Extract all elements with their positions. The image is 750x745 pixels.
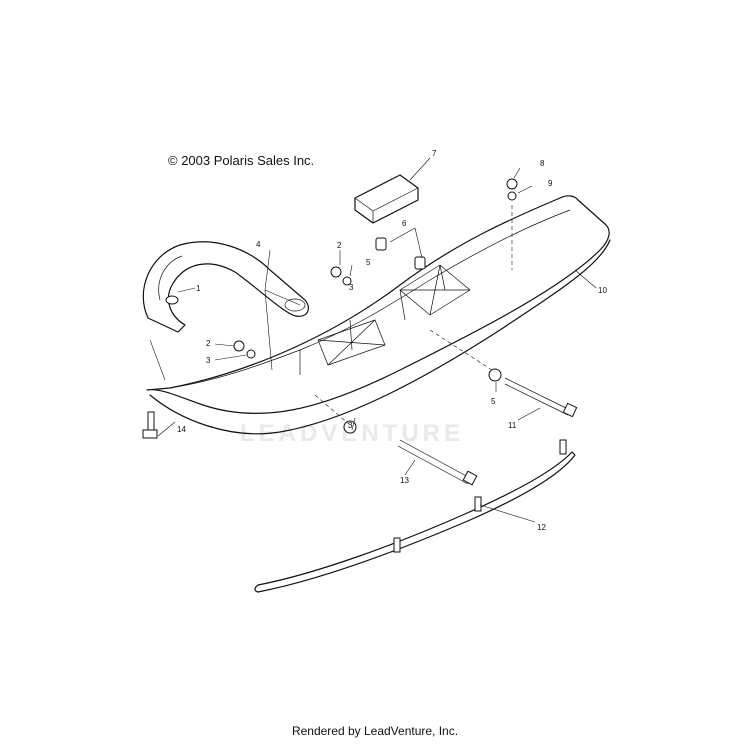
callout-8: 8 — [540, 159, 545, 168]
callout-5: 5 — [366, 258, 371, 267]
leader-lines — [149, 157, 597, 523]
callout-1: 1 — [196, 284, 201, 293]
callout-3b: 3 — [206, 356, 211, 365]
callout-4: 4 — [256, 240, 261, 249]
callout-7: 7 — [432, 149, 437, 158]
ski-handle — [142, 241, 309, 333]
callout-2b: 2 — [206, 339, 211, 348]
callout-2: 2 — [337, 241, 342, 250]
ski-body — [146, 195, 611, 435]
callout-5b: 5 — [491, 397, 496, 406]
callout-14: 14 — [177, 425, 186, 434]
callout-13: 13 — [400, 476, 409, 485]
ski-runner — [254, 439, 576, 593]
callout-12: 12 — [537, 523, 546, 532]
ski-pad — [354, 174, 419, 224]
callout-3c: 3 — [348, 421, 353, 430]
footer-credit: Rendered by LeadVenture, Inc. — [291, 724, 459, 738]
copyright-text: © 2003 Polaris Sales Inc. — [168, 153, 315, 168]
callout-9: 9 — [548, 179, 553, 188]
callout-6: 6 — [402, 219, 407, 228]
callout-11: 11 — [508, 421, 517, 430]
hardware — [142, 178, 578, 486]
callout-numbers: 1 2 3 4 5 6 7 8 9 10 2 3 5 11 3 13 12 14 — [177, 149, 607, 532]
callout-10: 10 — [598, 286, 607, 295]
callout-3: 3 — [349, 283, 354, 292]
